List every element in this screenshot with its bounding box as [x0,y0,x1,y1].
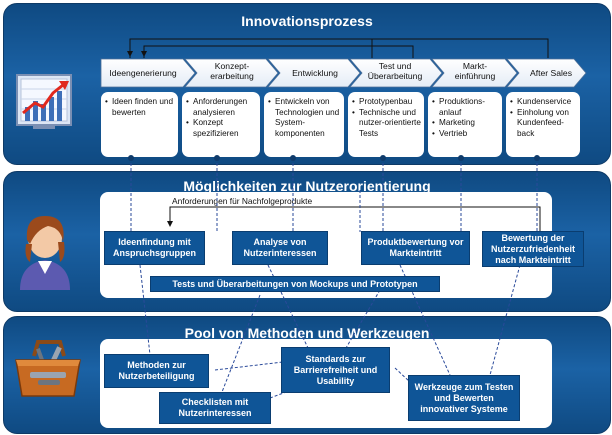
step-label-2: Konzept- erarbeitung [210,61,254,81]
step-chevron-6 [506,58,587,88]
step-label-5: Markt- einführung [454,61,496,81]
step-detail-item: Kundenservice [510,97,577,108]
feedback-label: Anforderungen für Nachfolgeprodukte [172,196,313,206]
orientation-box-idea-finding: Ideenfindung mit Anspruchsgruppen [104,231,205,265]
top-feedback-line [143,45,414,58]
step-detail-item: Konzept spezifizieren [186,118,257,139]
step-detail-2: Anforderungen analysieren Konzept spezif… [182,92,260,157]
toolbox-icon [12,338,84,400]
step-chevron-3 [267,58,361,88]
dashed-connector [345,289,381,349]
step-chevron-1 [100,58,196,88]
step-label-4: Test und Überarbeitung [367,61,423,81]
orientation-box-analysis: Analyse von Nutzerinteressen [232,231,328,265]
step-detail-item: Marketing [432,118,499,129]
step-detail-item: Technische und nutzer-orientierte Tests [352,108,421,140]
step-detail-item: Ideen finden und bewerten [105,97,175,118]
step-detail-item: Prototypenbau [352,97,421,108]
step-dot [380,155,386,161]
step-chevron-4 [349,58,443,88]
step-label-6: After Sales [529,68,573,78]
top-feedback-line [129,38,549,58]
orientation-box-product-evaluation: Produktbewertung vor Markteintritt [361,231,470,265]
method-box-tools: Werkzeuge zum Testen und Bewerten innova… [408,375,520,421]
step-dot [534,155,540,161]
panel-title-methods: Pool von Methoden und Werkzeugen [184,325,430,341]
panel-title-innovation: Innovationsprozess [241,13,373,29]
dashed-connector [139,264,151,356]
dashed-connector [489,264,521,376]
orientation-box-satisfaction: Bewertung der Nutzerzufriedenheit nach M… [482,231,584,267]
step-detail-4: Prototypenbau Technische und nutzer-orie… [348,92,424,157]
step-chevron-2 [184,58,279,88]
step-detail-item: Entwickeln von Technologien und System-k… [268,97,341,139]
step-detail-item: Vertrieb [432,129,499,140]
dashed-connector [214,361,284,371]
dashed-connector [221,294,261,393]
step-dot [290,155,296,161]
step-detail-item: Produktions-anlauf [432,97,499,118]
step-detail-1: Ideen finden und bewerten [101,92,178,157]
step-dot [458,155,464,161]
step-detail-3: Entwickeln von Technologien und System-k… [264,92,344,157]
step-detail-5: Produktions-anlauf Marketing Vertrieb [428,92,502,157]
step-detail-6: Kundenservice Einholung von Kundenfeed-b… [506,92,580,157]
step-detail-item: Anforderungen analysieren [186,97,257,118]
step-dot [214,155,220,161]
step-label-3: Entwicklung [292,68,338,78]
step-label-1: Ideengenerierung [109,68,177,78]
panel-title-user-orientation: Möglichkeiten zur Nutzerorientierung [183,178,431,194]
step-dot [128,155,134,161]
method-box-checklists: Checklisten mit Nutzerinteressen [159,392,271,424]
dashed-connector [394,367,411,383]
chart-icon [15,73,73,131]
method-box-participation: Methoden zur Nutzerbeteiligung [104,354,209,388]
tests-bar: Tests und Überarbeitungen von Mockups un… [150,276,440,292]
step-detail-item: Einholung von Kundenfeed-back [510,108,577,140]
step-chevron-5 [431,58,518,88]
method-box-standards: Standards zur Barrierefreiheit und Usabi… [281,347,390,393]
person-icon [12,208,78,290]
feedback-loop-line [167,206,541,232]
